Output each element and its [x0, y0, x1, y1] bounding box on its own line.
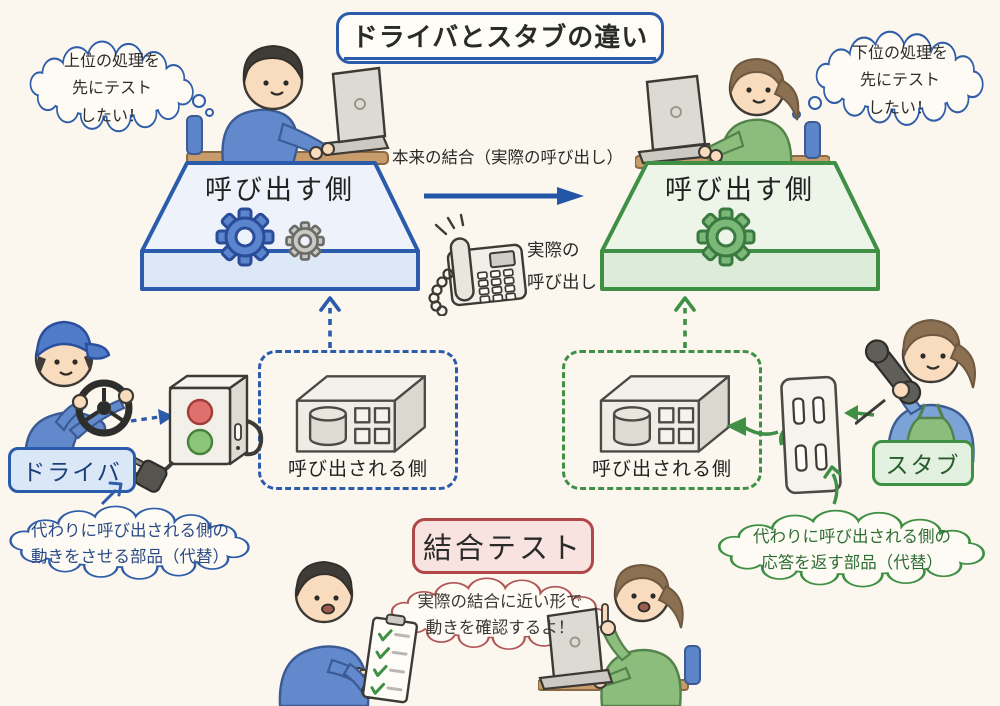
dashed-up-arrow-blue	[319, 296, 341, 348]
green-cable-arrow	[726, 417, 779, 436]
blue-arrow-icon	[424, 187, 584, 205]
thought-line: 先にテスト	[859, 70, 940, 90]
driver-note-bubble: 代わりに呼び出される側の 動きをさせる部品（代替）	[4, 502, 256, 586]
thought-line: 下位の処理を	[851, 43, 948, 63]
called-right-label: 呼び出される側	[591, 458, 732, 480]
title-box: ドライバとスタブの違い	[336, 12, 664, 64]
outlet-icon	[779, 375, 842, 495]
integration-test-tag: 結合テスト	[412, 518, 594, 574]
called-left-label: 呼び出される側	[287, 458, 428, 480]
driver-tag: ドライバ	[8, 447, 136, 493]
tester-with-clipboard	[278, 560, 419, 706]
driver-character	[24, 320, 135, 467]
thought-tail-dot	[808, 96, 822, 110]
note-tail-arrow-green	[823, 465, 842, 505]
developer-at-laptop-right	[635, 57, 830, 170]
phone-caption-line: 呼び出し	[527, 272, 597, 293]
note-tail-arrow-blue	[100, 481, 123, 506]
dashed-arrow-driver	[130, 409, 174, 425]
green-lamp-icon	[186, 428, 214, 456]
dashed-up-arrow-green	[674, 296, 696, 348]
original-connection-label: 本来の結合（実際の呼び出し）	[392, 148, 623, 167]
thought-tail-dot	[192, 94, 206, 108]
green-arrow-handset	[844, 405, 875, 421]
thought-line: したい！	[867, 97, 932, 117]
thought-bubble-right: 下位の処理を 先にテスト したい！	[812, 26, 988, 134]
thought-line: したい！	[79, 105, 144, 125]
gear-icon	[215, 207, 275, 267]
note-line: 応答を返す部品（代替）	[761, 553, 943, 572]
developer-at-laptop-left	[186, 44, 390, 166]
phone-caption-line: 実際の	[527, 241, 580, 261]
tester-pointing	[538, 563, 701, 706]
note-line: 代わりに呼び出される側の	[31, 520, 229, 540]
thought-line: 上位の処理を	[63, 51, 160, 71]
thought-line: 先にテスト	[71, 78, 152, 98]
note-line: 実際の結合に近い形で	[417, 591, 583, 611]
called-box-left: 呼び出される側	[258, 350, 458, 490]
caller-platform-right	[600, 161, 880, 291]
integration-note-bubble: 実際の結合に近い形で 動きを確認するよ！	[386, 574, 614, 656]
signal-device-icon	[122, 374, 264, 493]
telephone-icon	[428, 213, 528, 316]
clipboard-icon	[361, 613, 419, 704]
caller-platform-left	[140, 161, 420, 291]
thought-tail-dot	[205, 108, 214, 117]
thought-bubble-left: 上位の処理を 先にテスト したい！	[26, 36, 198, 140]
red-lamp-icon	[186, 398, 214, 426]
page-title: ドライバとスタブの違い	[343, 17, 657, 60]
gear-icon	[285, 221, 325, 261]
gear-icon	[696, 207, 756, 267]
note-line: 代わりに呼び出される側の	[753, 526, 951, 546]
note-line: 動きをさせる部品（代替）	[31, 547, 229, 566]
caller-right-label: 呼び出す側	[665, 175, 815, 206]
phone-caption: 実際の 呼び出し	[527, 236, 607, 299]
stub-note-bubble: 代わりに呼び出される側の 応答を返す部品（代替）	[712, 506, 992, 594]
stub-tag: スタブ	[872, 440, 974, 486]
stub-character	[855, 318, 976, 463]
called-box-right: 呼び出される側	[562, 350, 762, 490]
note-line: 動きを確認するよ！	[425, 618, 575, 637]
checklist-checks	[370, 629, 393, 695]
caller-left-label: 呼び出す側	[205, 175, 355, 206]
server-icon	[295, 375, 426, 453]
